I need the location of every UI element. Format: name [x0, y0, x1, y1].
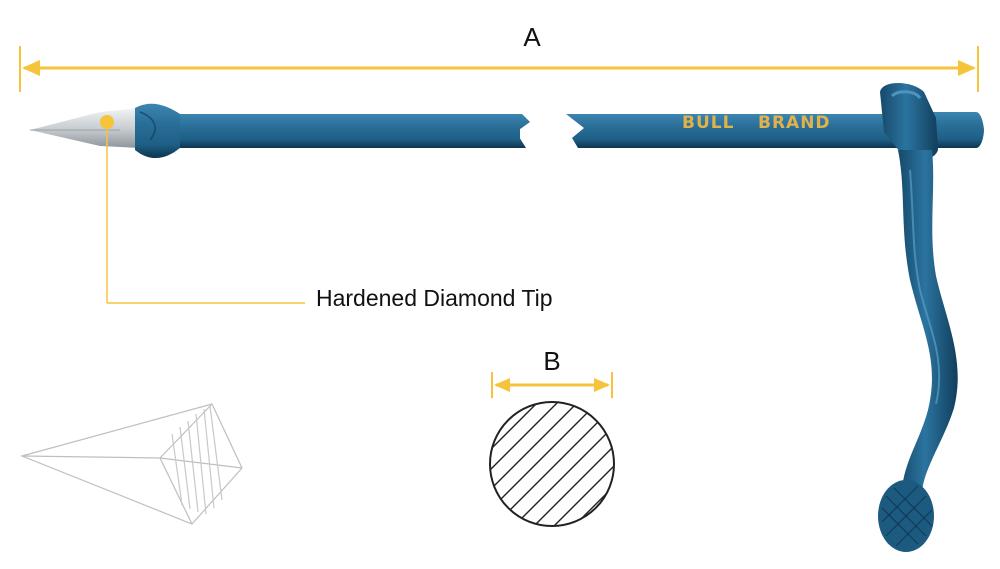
tip-sketch [20, 403, 243, 525]
brand-word-brand: BRAND [758, 113, 831, 133]
arrow-left-icon [22, 60, 40, 76]
arrow-right-icon [958, 60, 976, 76]
callout-diamond-tip: Hardened Diamond Tip [100, 115, 553, 311]
arrow-left-icon [494, 378, 510, 392]
bar-cross-section [489, 401, 615, 527]
bar-right-section: BULL BRAND [566, 112, 984, 148]
callout-marker [100, 115, 114, 129]
callout-label: Hardened Diamond Tip [316, 285, 553, 311]
diamond-tip [30, 108, 150, 148]
dimension-b-label: B [543, 346, 560, 376]
dimension-b: B [491, 346, 613, 398]
dimension-a: A [19, 22, 979, 92]
bar-left-section [30, 103, 530, 159]
arrow-right-icon [594, 378, 610, 392]
dimension-a-label: A [523, 22, 541, 52]
brand-word-bull: BULL [682, 113, 734, 133]
handle [878, 83, 958, 552]
